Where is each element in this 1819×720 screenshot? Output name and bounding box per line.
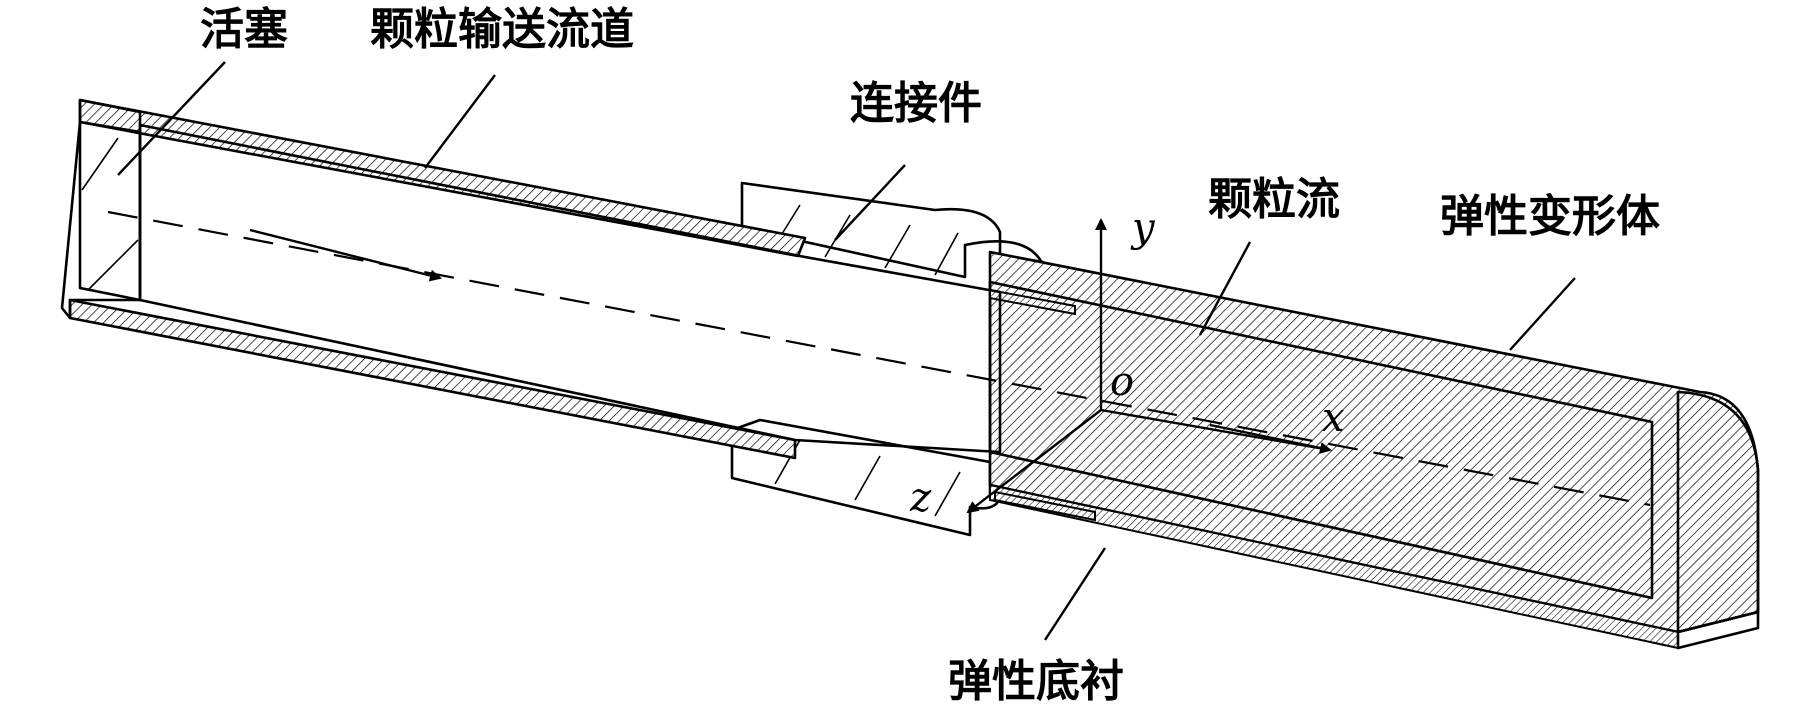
label-elastic-liner: 弹性底衬 xyxy=(948,656,1124,707)
x-axis xyxy=(1100,408,1331,452)
leader-lines xyxy=(117,61,1576,641)
label-particle-flow: 颗粒流 xyxy=(1208,174,1340,225)
label-particle-conveying-channel: 颗粒输送流道 xyxy=(370,4,634,55)
leader-channel xyxy=(424,74,496,169)
elastic-liner-top-strip xyxy=(989,288,1076,316)
axis-label-z: z xyxy=(910,475,932,521)
z-axis xyxy=(966,409,1102,514)
leader-particle-flow xyxy=(1198,241,1252,336)
axis-label-y: y xyxy=(1132,205,1155,251)
axis-label-x: x xyxy=(1322,395,1345,441)
piston xyxy=(78,120,142,302)
leader-elastic-liner xyxy=(1043,547,1107,641)
centerline xyxy=(107,210,1651,507)
leader-connector xyxy=(834,164,906,241)
particle-conveying-channel xyxy=(60,98,1002,460)
label-connector: 连接件 xyxy=(850,78,982,129)
flow-arrow-left xyxy=(249,228,442,282)
leader-elastic-body xyxy=(1509,277,1576,351)
label-elastic-deformable-body: 弹性变形体 xyxy=(1440,191,1660,242)
axis-label-origin: o xyxy=(1110,359,1135,405)
label-piston: 活塞 xyxy=(200,4,288,55)
leader-piston xyxy=(117,61,226,176)
coordinate-axes xyxy=(966,218,1331,514)
